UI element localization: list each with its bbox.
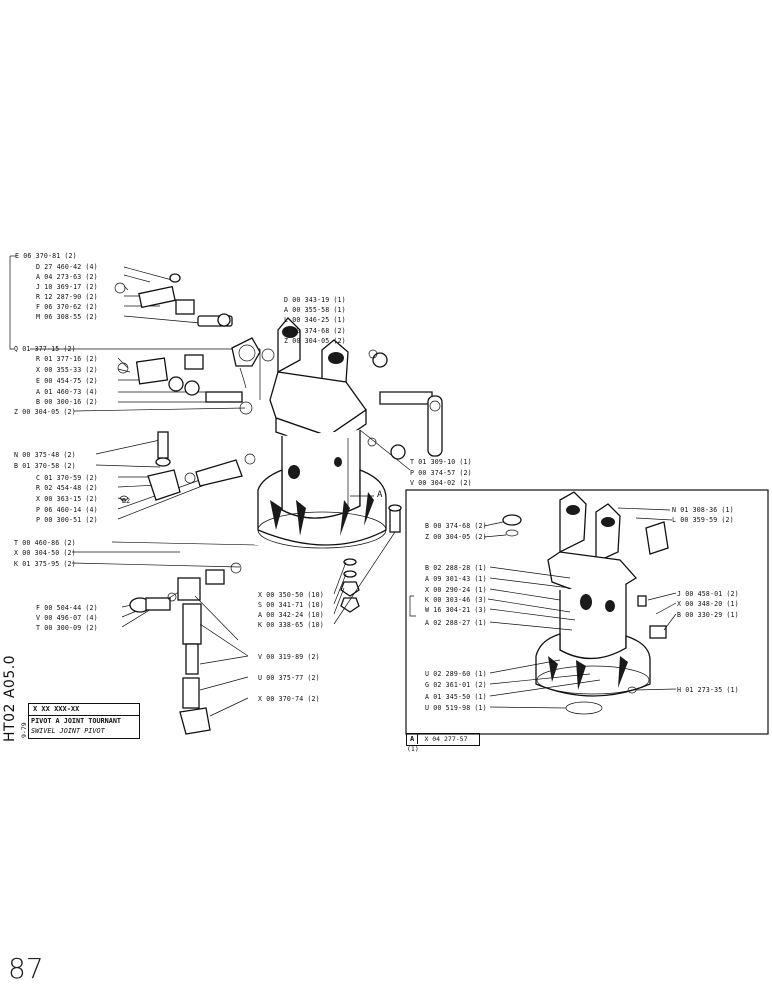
part-label: J 00 458-01 (2) <box>677 590 739 598</box>
part-label: P 00 300-51 (2) <box>36 516 98 524</box>
part-label: R 02 454-48 (2) <box>36 484 98 492</box>
part-label: P 06 460-14 (4) <box>36 506 98 514</box>
part-label: A 09 301-43 (1) <box>425 575 487 583</box>
part-label: Q 01 377-15 (2) <box>14 345 76 353</box>
part-label: V 00 304-02 (2) <box>410 479 472 487</box>
part-label: T 00 460-86 (2) <box>14 539 76 547</box>
main-pivot-body <box>257 317 387 549</box>
part-label: Z 00 304-05 (2) <box>284 337 346 345</box>
part-label: X 00 350-50 (10) <box>258 591 324 599</box>
part-label: A 00 342-24 (10) <box>258 611 324 619</box>
title-block-ref: X XX XXX-XX <box>29 704 139 716</box>
part-label: R 12 287-90 (2) <box>36 293 98 301</box>
part-label: P 00 374-57 (2) <box>410 469 472 477</box>
part-label: L 00 359-59 (2) <box>672 516 734 524</box>
part-label: B 01 370-58 (2) <box>14 462 76 470</box>
top-cap-assembly <box>231 337 388 389</box>
part-label: X 00 348-20 (1) <box>677 600 739 608</box>
upper-left-fittings <box>114 273 253 415</box>
part-label: U 02 289-60 (1) <box>425 670 487 678</box>
part-label: E 00 454-75 (2) <box>36 377 98 385</box>
left-elbow-fittings <box>119 431 256 502</box>
title-block: X XX XXX-XX PIVOT A JOINT TOURNANT SWIVE… <box>28 703 140 739</box>
detail-frame <box>405 489 769 735</box>
part-label: B 00 300-16 (2) <box>36 398 98 406</box>
part-label: D 00 343-19 (1) <box>284 296 346 304</box>
part-label: K 01 375-95 (2) <box>14 560 76 568</box>
part-label: H 01 273-35 (1) <box>677 686 739 694</box>
part-label: D 27 460-42 (4) <box>36 263 98 271</box>
part-label: B 00 374-68 (2) <box>284 327 346 335</box>
bolt-stack <box>333 495 402 625</box>
detail-leader-lines <box>409 507 677 709</box>
part-label: B 00 330-29 (1) <box>677 611 739 619</box>
part-label: V 00 319-89 (2) <box>258 653 320 661</box>
part-label: U 00 375-77 (2) <box>258 674 320 682</box>
part-label: W 16 304-21 (3) <box>425 606 487 614</box>
part-label: U 00 519-98 (1) <box>425 704 487 712</box>
detail-ref-box: A X 04 277-57 (1) <box>406 733 480 753</box>
part-label: Z 00 304-05 (2) <box>425 533 487 541</box>
part-label: A 02 288-27 (1) <box>425 619 487 627</box>
detail-a-assembly <box>502 491 669 715</box>
part-label: V 00 496-07 (4) <box>36 614 98 622</box>
part-label: S 00 341-71 (10) <box>258 601 324 609</box>
part-label: A 01 460-73 (4) <box>36 388 98 396</box>
part-label: A 04 273-63 (2) <box>36 273 98 281</box>
part-label: N 01 308-36 (1) <box>672 506 734 514</box>
title-fr: PIVOT A JOINT TOURNANT <box>31 717 122 725</box>
part-label: G 02 361-01 (2) <box>425 681 487 689</box>
part-label: N 00 375-48 (2) <box>14 451 76 459</box>
part-label: B 02 288-28 (1) <box>425 564 487 572</box>
title-en: SWIVEL JOINT PIVOT <box>31 727 105 735</box>
part-label: Z 00 304-05 (2) <box>14 408 76 416</box>
part-label: X 00 370-74 (2) <box>258 695 320 703</box>
hinge-pin <box>359 391 443 471</box>
part-label: E 06 370-81 (2) <box>15 252 77 260</box>
part-label: L 00 346-25 (1) <box>284 316 346 324</box>
detail-callout: A <box>377 490 383 500</box>
sheet-code: HT02 A05.0 <box>2 654 18 742</box>
part-label: A 00 355-58 (1) <box>284 306 346 314</box>
page-number: 87 <box>8 952 44 985</box>
part-label: F 00 504-44 (2) <box>36 604 98 612</box>
date-code: 9-79 <box>20 722 28 738</box>
part-label: X 00 355-33 (2) <box>36 366 98 374</box>
part-label: T 01 309-10 (1) <box>410 458 472 466</box>
lower-left-fittings <box>129 562 249 735</box>
part-label: X 00 290-24 (1) <box>425 586 487 594</box>
detail-ref: X 04 277-57 (1) <box>407 735 468 753</box>
part-label: K 00 338-65 (10) <box>258 621 324 629</box>
detail-letter: A <box>407 734 419 744</box>
part-label: B 00 374-68 (2) <box>425 522 487 530</box>
part-label: T 00 300-09 (2) <box>36 624 98 632</box>
part-label: M 06 308-55 (2) <box>36 313 98 321</box>
small-part-tag: Ω2 <box>122 497 131 505</box>
part-label: R 01 377-16 (2) <box>36 355 98 363</box>
part-label: X 00 363-15 (2) <box>36 495 98 503</box>
part-label: C 01 370-59 (2) <box>36 474 98 482</box>
part-label: J 10 369-17 (2) <box>36 283 98 291</box>
part-label: F 06 370-62 (2) <box>36 303 98 311</box>
part-label: X 00 304-50 (2) <box>14 549 76 557</box>
part-label: K 00 303-46 (3) <box>425 596 487 604</box>
part-label: A 01 345-50 (1) <box>425 693 487 701</box>
